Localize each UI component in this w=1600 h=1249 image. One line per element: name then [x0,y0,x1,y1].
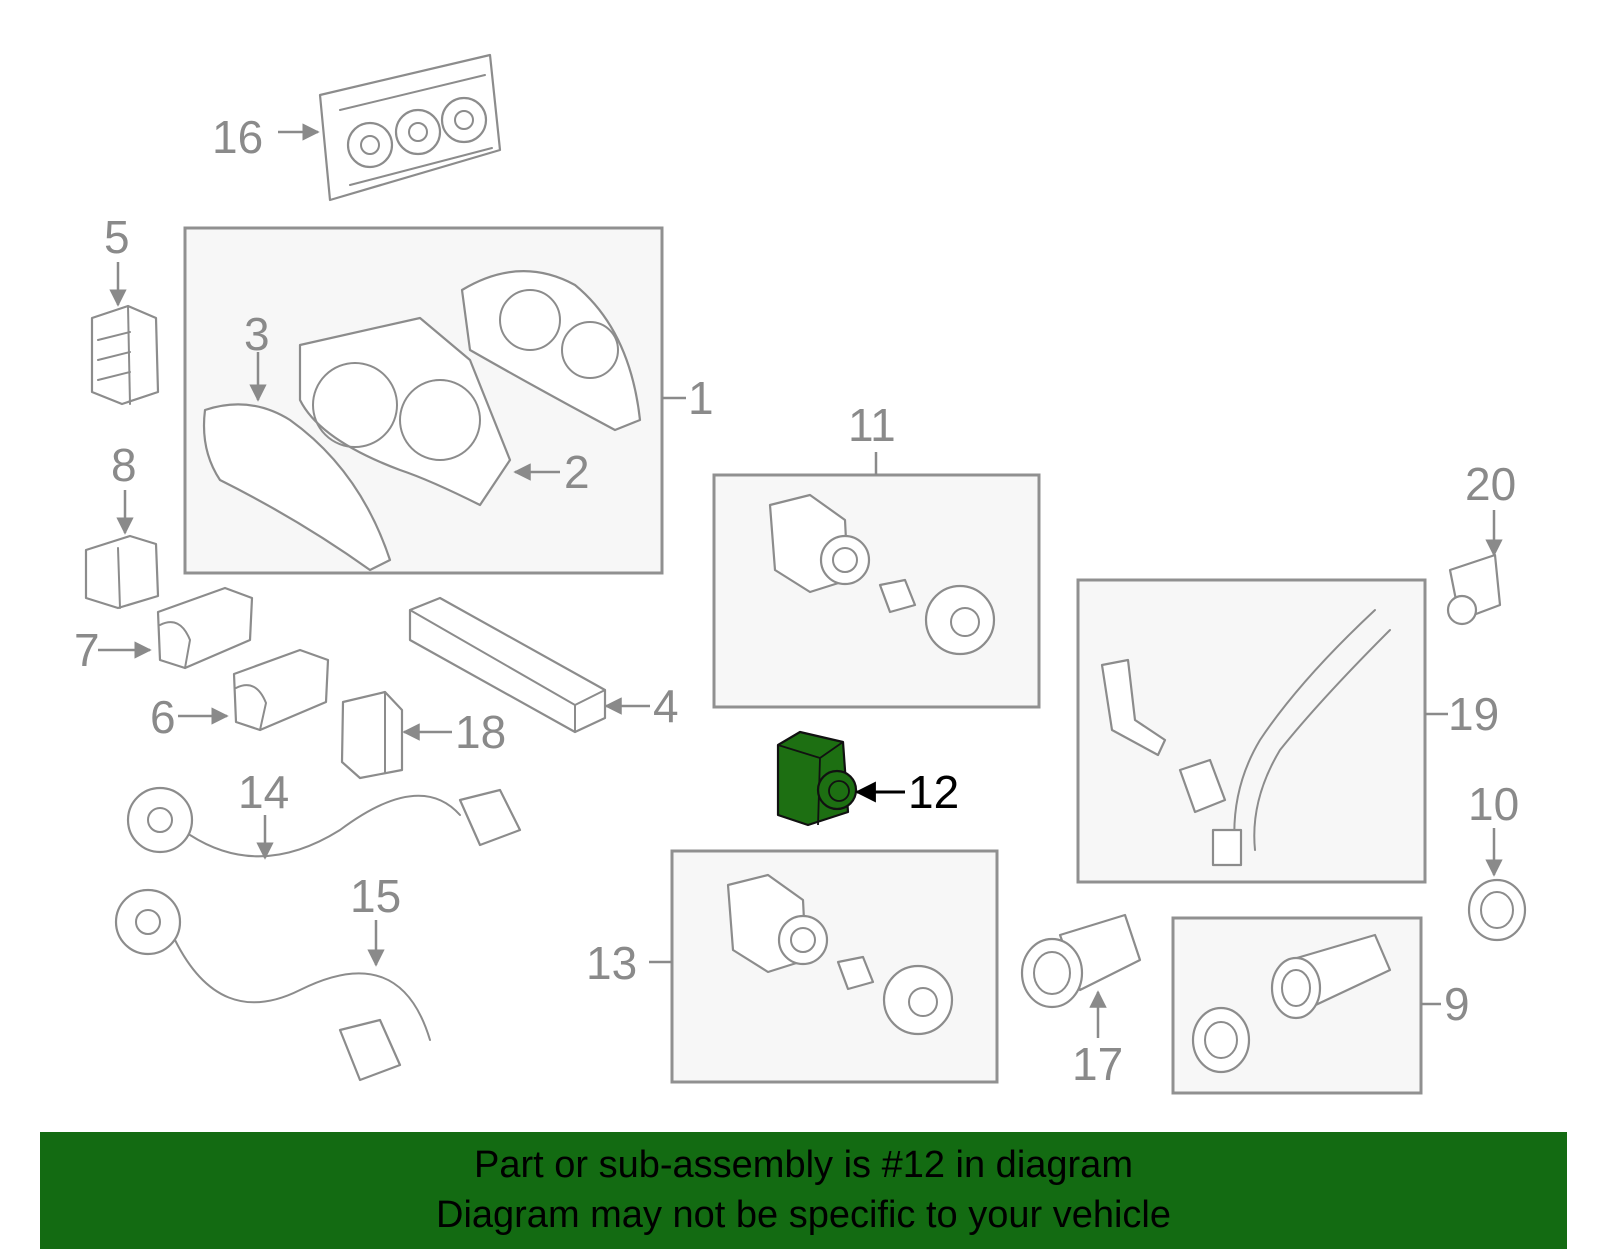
part-7-switch [156,586,254,670]
callout-4: 4 [653,680,679,732]
part-19-harness [1100,609,1391,867]
callout-8: 8 [111,439,137,491]
part-10-knob [1467,878,1527,942]
banner-line-1: Part or sub-assembly is #12 in diagram [474,1144,1133,1186]
part-17-socket [1020,913,1142,1009]
callout-15: 15 [350,870,401,922]
part-16-control-panel [318,53,502,202]
callout-19: 19 [1448,688,1499,740]
part-12-highlighted [776,730,858,827]
info-banner: Part or sub-assembly is #12 in diagram D… [40,1132,1567,1249]
banner-line-2: Diagram may not be specific to your vehi… [436,1194,1171,1236]
part-5-switch [90,304,160,406]
callout-17: 17 [1072,1038,1123,1090]
callout-7: 7 [74,624,100,676]
part-20-sensor [1446,553,1502,626]
callout-13: 13 [586,937,637,989]
part-13-ignition [726,873,954,1036]
callout-14: 14 [238,766,289,818]
part-6-switch [232,648,330,732]
callout-2: 2 [564,446,590,498]
callout-9: 9 [1444,978,1470,1030]
callout-3: 3 [244,308,270,360]
part-3-lens [202,403,392,572]
callout-6: 6 [150,691,176,743]
assembly-box-13 [670,849,999,1084]
part-14-wire [126,786,522,858]
callout-1: 1 [688,372,714,424]
callout-10: 10 [1468,778,1519,830]
part-2-hood [298,316,512,507]
leader-lines [98,123,1503,1038]
callout-18: 18 [455,706,506,758]
part-15-wire [114,888,431,1082]
callout-12: 12 [908,766,959,818]
callout-5: 5 [104,211,130,263]
assembly-box-11 [712,473,1041,709]
callout-16: 16 [212,111,263,163]
callout-11: 11 [848,399,896,451]
part-8-switch [84,534,160,610]
part-11-ignition [768,493,996,656]
callout-20: 20 [1465,458,1516,510]
part-4-switch-bar [408,596,607,734]
part-18-switch [340,690,404,780]
part-1-cluster [460,270,642,432]
part-9-socket [1191,933,1392,1074]
